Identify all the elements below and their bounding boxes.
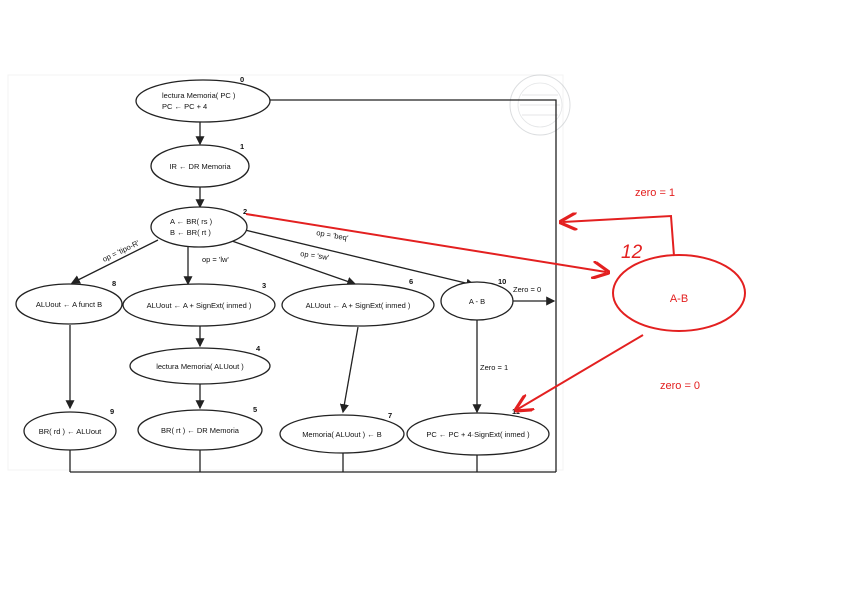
state-text: PC ← PC + 4·SignExt( inmed ) [426,430,530,439]
state-s5: BR( rt ) ← DR Memoria 5 [137,405,263,451]
state-number: 4 [256,344,261,353]
state-s10: A - B 10 [440,277,514,321]
edge-label-zero1: Zero = 1 [480,363,508,372]
red-ellipse-label: A-B [670,293,688,305]
state-text: A ← BR( rs ) [170,217,213,226]
state-text: ALUout ← A funct B [36,300,102,309]
state-number: 0 [240,75,244,84]
edge-2-8 [70,239,159,284]
red-label-zero1: zero = 1 [635,187,675,199]
state-text: lectura Memoria( ALUout ) [156,362,244,371]
state-s8: ALUout ← A funct B 8 [15,279,123,325]
state-text: PC ← PC + 4 [162,102,207,111]
edge-2-10 [244,229,476,288]
state-text: B ← BR( rt ) [170,228,211,237]
state-s2: A ← BR( rs ) B ← BR( rt ) 2 [150,206,248,248]
red-number-12: 12 [621,242,643,263]
state-s7: Memoria( ALUout ) ← B 7 [279,411,405,454]
state-s0: lectura Memoria( PC ) PC ← PC + 4 0 [135,75,271,123]
state-text: lectura Memoria( PC ) [162,91,236,100]
state-number: 5 [253,405,257,414]
edge-label-lw: op = 'lw' [202,255,229,264]
state-number: 8 [112,279,116,288]
red-arrow-zero1 [563,216,675,257]
state-s6: ALUout ← A + SignExt( inmed ) 6 [281,277,435,327]
state-text: A - B [469,297,485,306]
red-label-zero0: zero = 0 [660,380,700,392]
state-number: 9 [110,407,114,416]
red-ellipse [612,254,746,332]
edge-label-sw: op = 'sw' [300,249,330,262]
state-text: ALUout ← A + SignExt( inmed ) [147,301,252,310]
edge-6-7 [339,326,359,414]
scan-page-border [7,74,564,471]
transitions [65,99,557,473]
state-number: 1 [240,142,244,151]
state-number: 3 [262,281,266,290]
state-s3: ALUout ← A + SignExt( inmed ) 3 [122,281,276,327]
state-number: 6 [409,277,413,286]
state-s4: lectura Memoria( ALUout ) 4 [129,344,271,385]
state-text: Memoria( ALUout ) ← B [302,430,382,439]
state-number: 2 [243,207,247,216]
state-s9: BR( rd ) ← ALUout 9 [23,407,117,451]
red-annotation: A-B 12 zero = 1 zero = 0 [245,187,746,409]
state-number: 10 [498,277,506,286]
state-text: ALUout ← A + SignExt( inmed ) [306,301,411,310]
edge-label-zero0: Zero = 0 [513,285,541,294]
state-text: IR ← DR Memoria [169,162,231,171]
edge-2-6 [231,240,357,286]
red-arrow-to-ellipse [245,213,606,272]
state-text: BR( rd ) ← ALUout [39,427,102,436]
state-s1: IR ← DR Memoria 1 [150,142,250,188]
return-loop-right [270,99,557,472]
state-text: BR( rt ) ← DR Memoria [161,426,240,435]
red-arrow-zero0 [518,334,644,409]
state-s11: PC ← PC + 4·SignExt( inmed ) 11 [406,407,550,456]
state-number: 7 [388,411,392,420]
seal-watermark [509,74,571,136]
